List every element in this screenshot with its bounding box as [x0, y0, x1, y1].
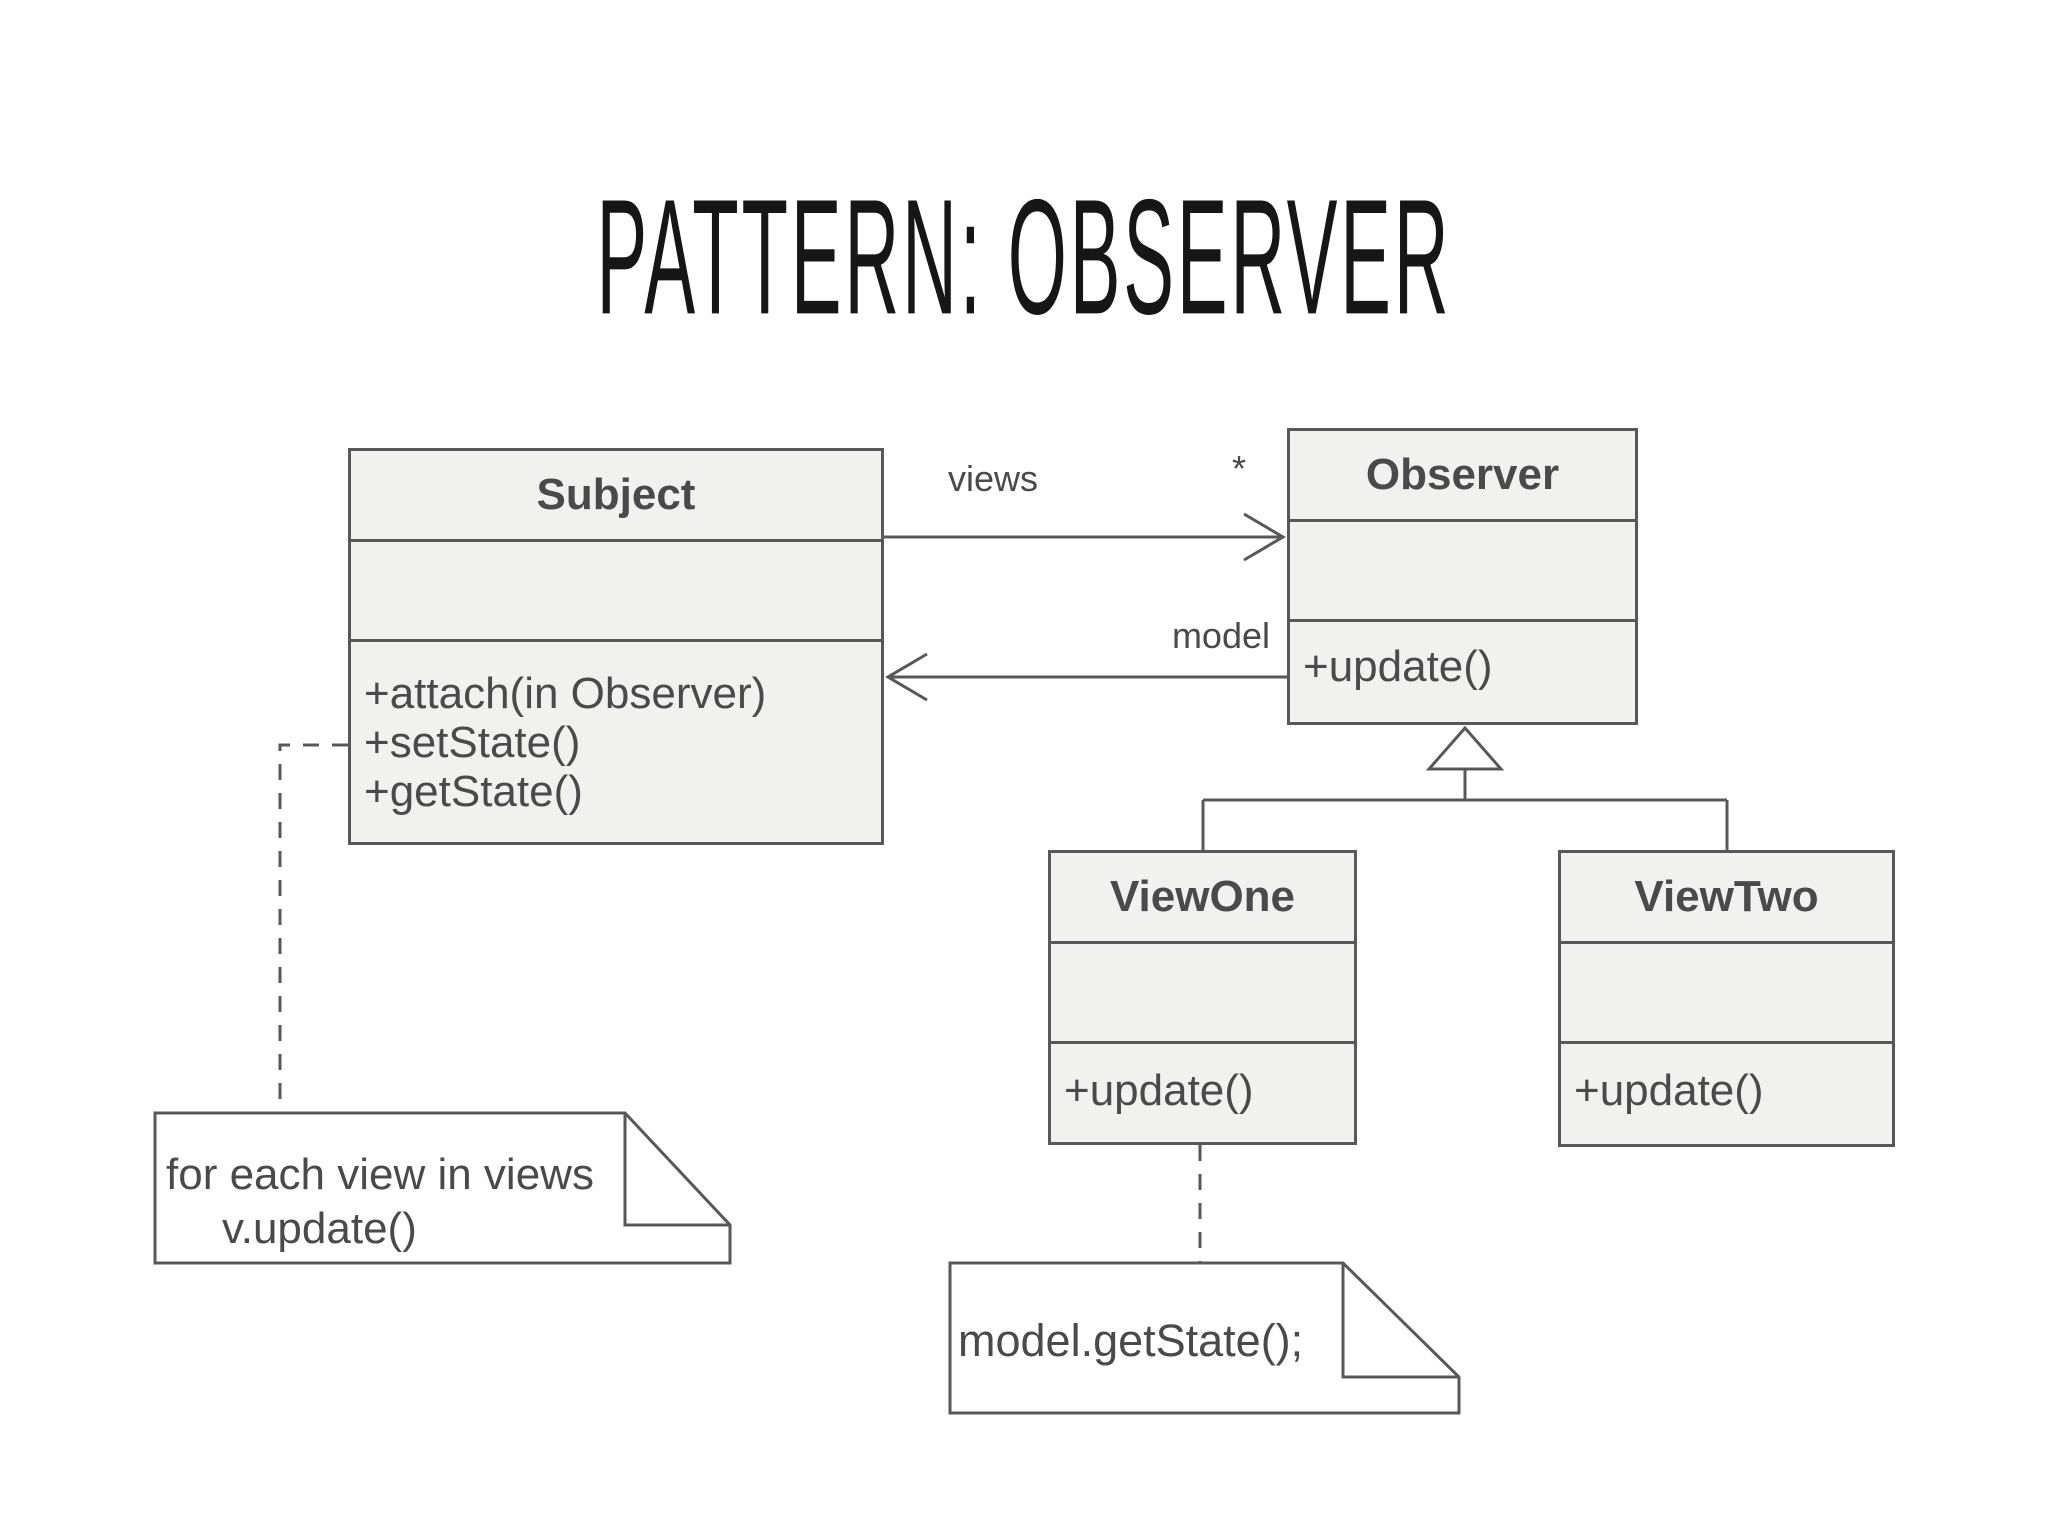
subject-attributes-section: [351, 542, 881, 642]
observer-class-box: Observer +update(): [1287, 428, 1638, 725]
model-arrowhead-icon: [885, 652, 928, 702]
subject-note-fold-icon: [623, 1113, 730, 1227]
views-role-label: views: [948, 458, 1039, 499]
model-role-label: model: [1171, 615, 1270, 656]
subject-note-dashed-anchor: [278, 743, 348, 1113]
slide-title: PATTERN: OBSERVER: [596, 165, 1452, 349]
viewone-class-box: ViewOne +update(): [1048, 850, 1357, 1145]
viewone-note-fold-icon: [1341, 1263, 1459, 1379]
method-label: +attach(in Observer): [364, 669, 767, 718]
generalization-triangle-icon: [1425, 725, 1505, 771]
viewone-note-shape: [948, 1261, 1461, 1415]
method-label: +setState(): [364, 718, 581, 767]
views-arrowhead-icon: [1243, 512, 1286, 562]
viewone-attributes-section: [1051, 944, 1354, 1044]
viewtwo-attributes-section: [1561, 944, 1892, 1044]
method-label: +update(): [1303, 642, 1493, 691]
subject-class-box: Subject +attach(in Observer) +setState()…: [348, 448, 884, 845]
viewtwo-class-box: ViewTwo +update(): [1558, 850, 1895, 1147]
subject-note-text: for each view in views v.update(): [166, 1148, 594, 1256]
observer-attributes-section: [1290, 522, 1635, 622]
viewone-methods-section: +update(): [1051, 1044, 1354, 1142]
views-multiplicity-label: *: [1232, 448, 1247, 489]
note-line: v.update(): [222, 1204, 417, 1253]
subject-class-name: Subject: [351, 451, 881, 542]
viewone-class-name: ViewOne: [1051, 853, 1354, 944]
subject-methods-section: +attach(in Observer) +setState() +getSta…: [351, 642, 881, 842]
viewtwo-class-name: ViewTwo: [1561, 853, 1892, 944]
method-label: +update(): [1064, 1066, 1254, 1115]
observer-class-name: Observer: [1290, 431, 1635, 522]
method-label: +getState(): [364, 767, 583, 816]
note-line: for each view in views: [166, 1150, 594, 1199]
viewtwo-methods-section: +update(): [1561, 1044, 1892, 1144]
method-label: +update(): [1574, 1066, 1764, 1115]
note-line: model.getState();: [958, 1315, 1304, 1366]
subject-note-shape: [153, 1111, 732, 1265]
viewone-note-text: model.getState();: [958, 1314, 1303, 1368]
observer-methods-section: +update(): [1290, 622, 1635, 722]
